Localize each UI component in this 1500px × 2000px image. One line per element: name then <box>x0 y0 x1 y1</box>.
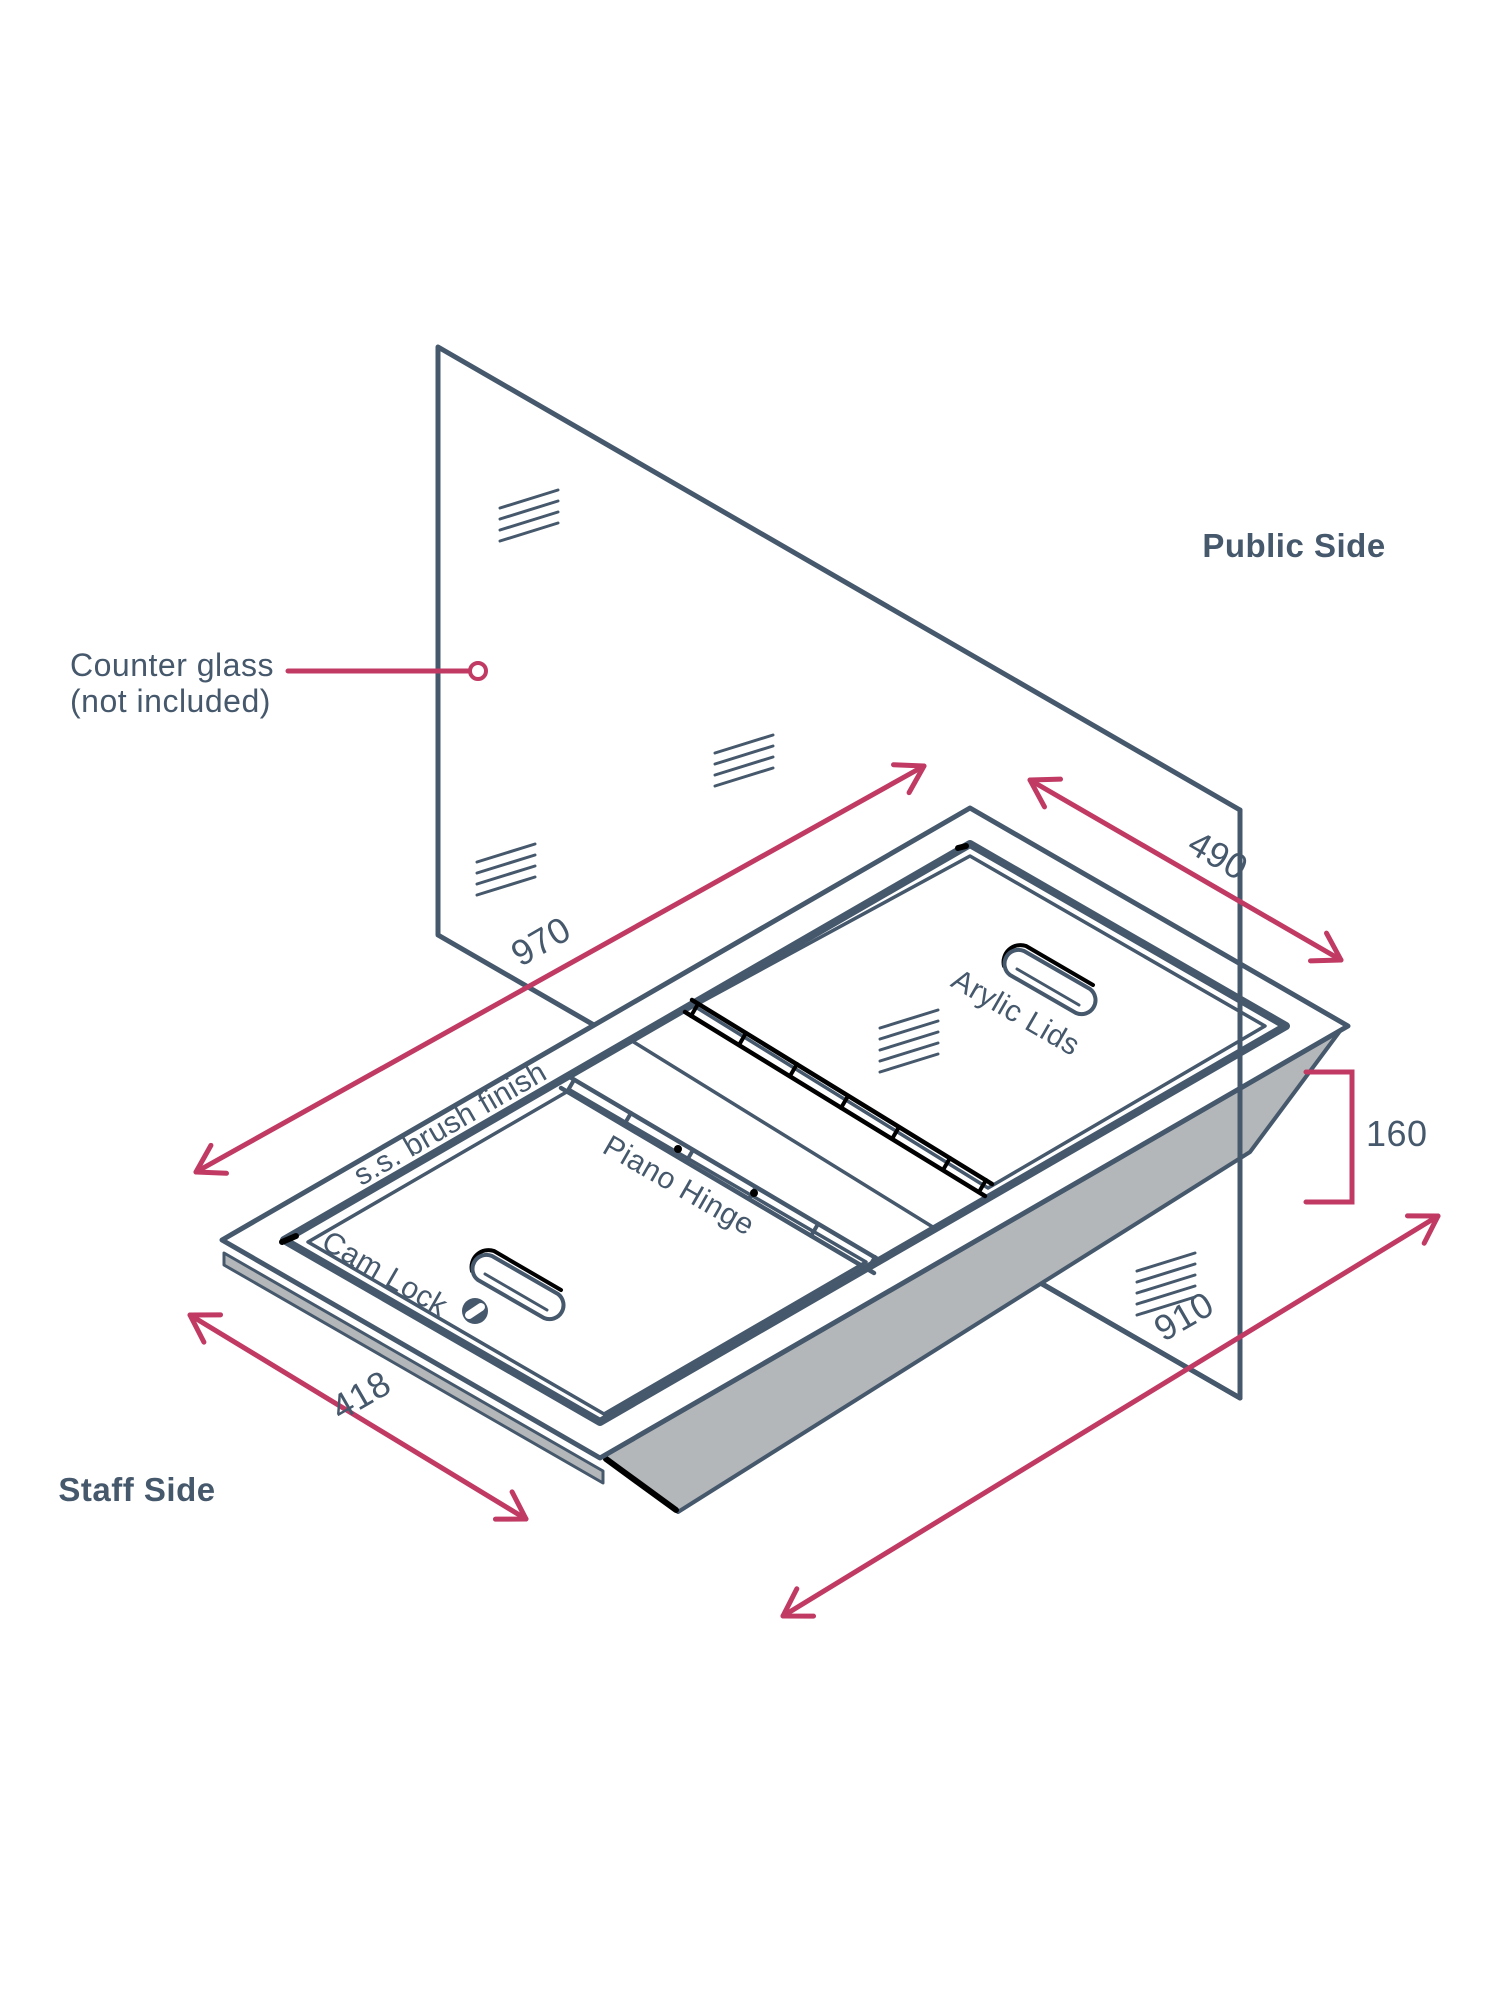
handle-cutout-right <box>1001 943 1098 1017</box>
cam-lock-icon <box>462 1298 488 1324</box>
dim-418-label: 418 <box>324 1362 398 1428</box>
leader-dot-icon <box>468 661 488 681</box>
dimension-bracket-160 <box>1303 1069 1355 1205</box>
counter-glass-note-line1: Counter glass <box>70 647 274 683</box>
dimension-arrow-490 <box>1027 776 1344 964</box>
glass-reflection-hatch-icon <box>713 733 775 788</box>
glass-reflection-hatch-icon <box>498 488 560 543</box>
dimension-arrow-910 <box>780 1213 1441 1619</box>
handle-inner-line <box>483 1272 549 1312</box>
dimension-lines <box>187 661 1441 1619</box>
glass-reflection-hatch-icon <box>475 842 537 897</box>
rim-corner-shadow <box>955 843 969 851</box>
counter-glass-note-line2: (not included) <box>70 683 271 719</box>
handle-outline <box>1002 947 1098 1017</box>
dim-490-label: 490 <box>1181 822 1255 888</box>
handle-cutout-left <box>469 1248 566 1322</box>
hinge-pin-dot <box>750 1189 758 1197</box>
rim-corner-shadow <box>279 1233 299 1245</box>
hinge-pin-dot <box>674 1145 682 1153</box>
dim-910-label: 910 <box>1147 1283 1221 1349</box>
dimension-arrow-418 <box>187 1312 529 1522</box>
dim-160-label: 160 <box>1366 1113 1428 1154</box>
dimension-arrow-970 <box>193 762 927 1176</box>
staff-side-label: Staff Side <box>58 1471 215 1508</box>
public-side-label: Public Side <box>1202 527 1385 564</box>
handle-inner-line <box>1015 967 1081 1007</box>
handle-outline <box>470 1252 566 1322</box>
tray-body-shadow-edge <box>603 1456 679 1513</box>
